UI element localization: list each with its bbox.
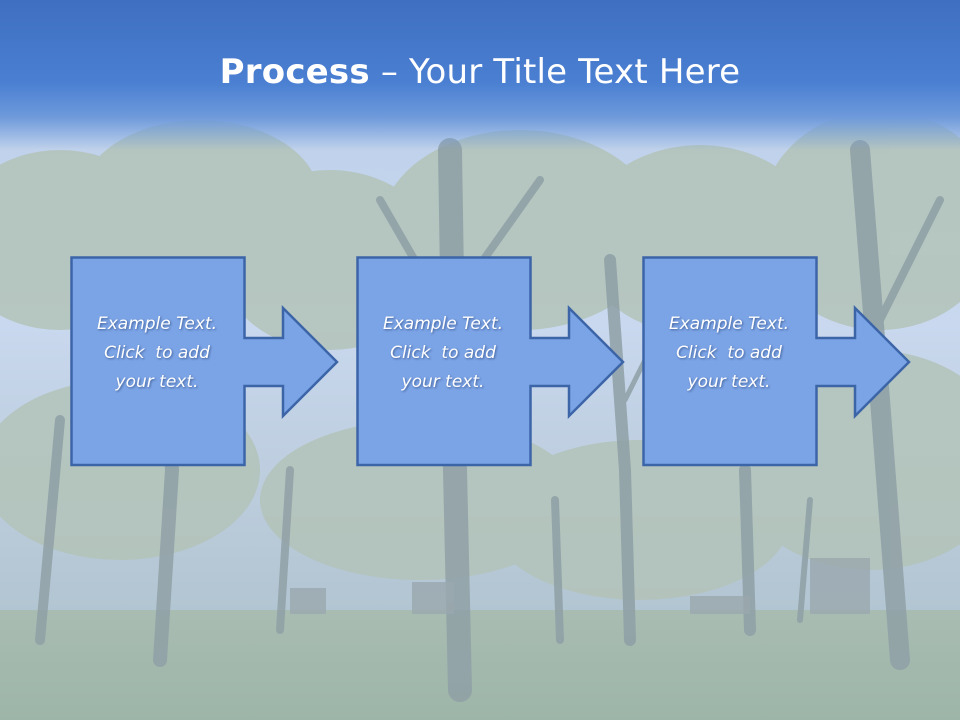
process-step-2[interactable]: Example Text. Click to add your text. <box>356 256 626 468</box>
step-text-line: Example Text. <box>382 314 504 334</box>
title-band <box>0 0 960 150</box>
step-text-line: your text. <box>401 372 485 392</box>
step-text-line: your text. <box>687 372 771 392</box>
step-text[interactable]: Example Text. Click to add your text. <box>358 310 528 397</box>
step-text-line: Example Text. <box>96 314 218 334</box>
step-text-line: Click to add <box>104 343 210 363</box>
step-text[interactable]: Example Text. Click to add your text. <box>72 310 242 397</box>
title-bold-part: Process <box>219 52 370 92</box>
step-text-line: Example Text. <box>668 314 790 334</box>
slide-title[interactable]: Process – Your Title Text Here <box>0 52 960 92</box>
step-text-line: Click to add <box>390 343 496 363</box>
title-separator: – <box>369 52 410 92</box>
step-arrow-shape <box>642 256 911 467</box>
process-step-3[interactable]: Example Text. Click to add your text. <box>642 256 912 468</box>
step-arrow-shape <box>356 256 625 467</box>
process-step-1[interactable]: Example Text. Click to add your text. <box>70 256 340 468</box>
step-text-line: your text. <box>115 372 199 392</box>
step-text-line: Click to add <box>676 343 782 363</box>
step-arrow-shape <box>70 256 339 467</box>
step-text[interactable]: Example Text. Click to add your text. <box>644 310 814 397</box>
title-rest: Your Title Text Here <box>409 52 741 92</box>
